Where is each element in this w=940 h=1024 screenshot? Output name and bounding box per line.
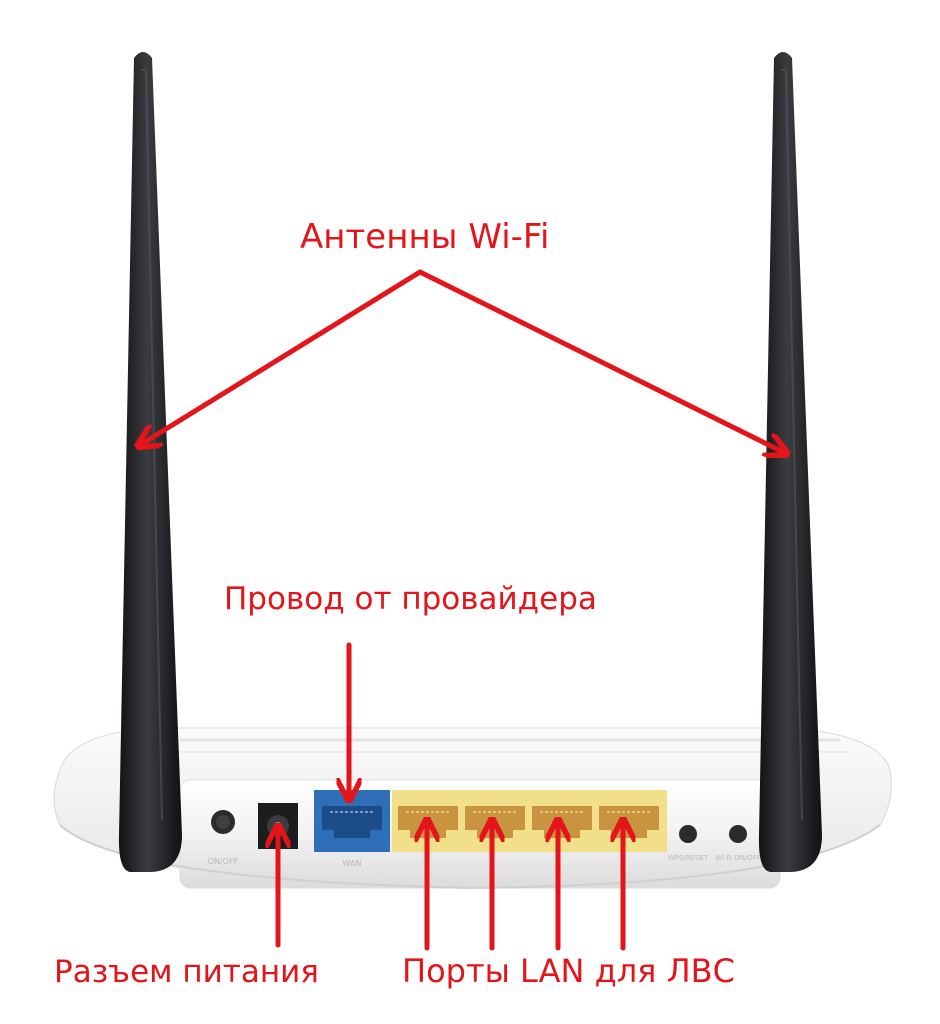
- lan-ports: [392, 790, 667, 852]
- wifi-onoff-button: Wi-Fi ON/OFF: [715, 825, 761, 862]
- antennas-label: Антенны Wi-Fi: [300, 217, 550, 257]
- antenna-right-arrow: [417, 269, 785, 453]
- left-antenna: [118, 52, 182, 872]
- wps-reset-button: WPS/RESET: [668, 825, 709, 862]
- wifi-onoff-marking: Wi-Fi ON/OFF: [715, 854, 761, 862]
- power-button-marking: ON/OFF: [208, 857, 239, 866]
- wps-reset-marking: WPS/RESET: [668, 854, 709, 862]
- annotation-arrows: [140, 269, 785, 951]
- right-antenna: [758, 52, 822, 872]
- antenna-left-arrow: [140, 269, 423, 445]
- power-jack-label: Разъем питания: [54, 954, 319, 990]
- wan-cable-label: Провод от провайдера: [224, 581, 597, 617]
- wan-port-marking: WAN: [343, 859, 362, 868]
- lan-ports-label: Порты LAN для ЛВС: [402, 952, 735, 990]
- wan-port: WAN: [314, 790, 390, 868]
- power-button: ON/OFF: [208, 810, 239, 866]
